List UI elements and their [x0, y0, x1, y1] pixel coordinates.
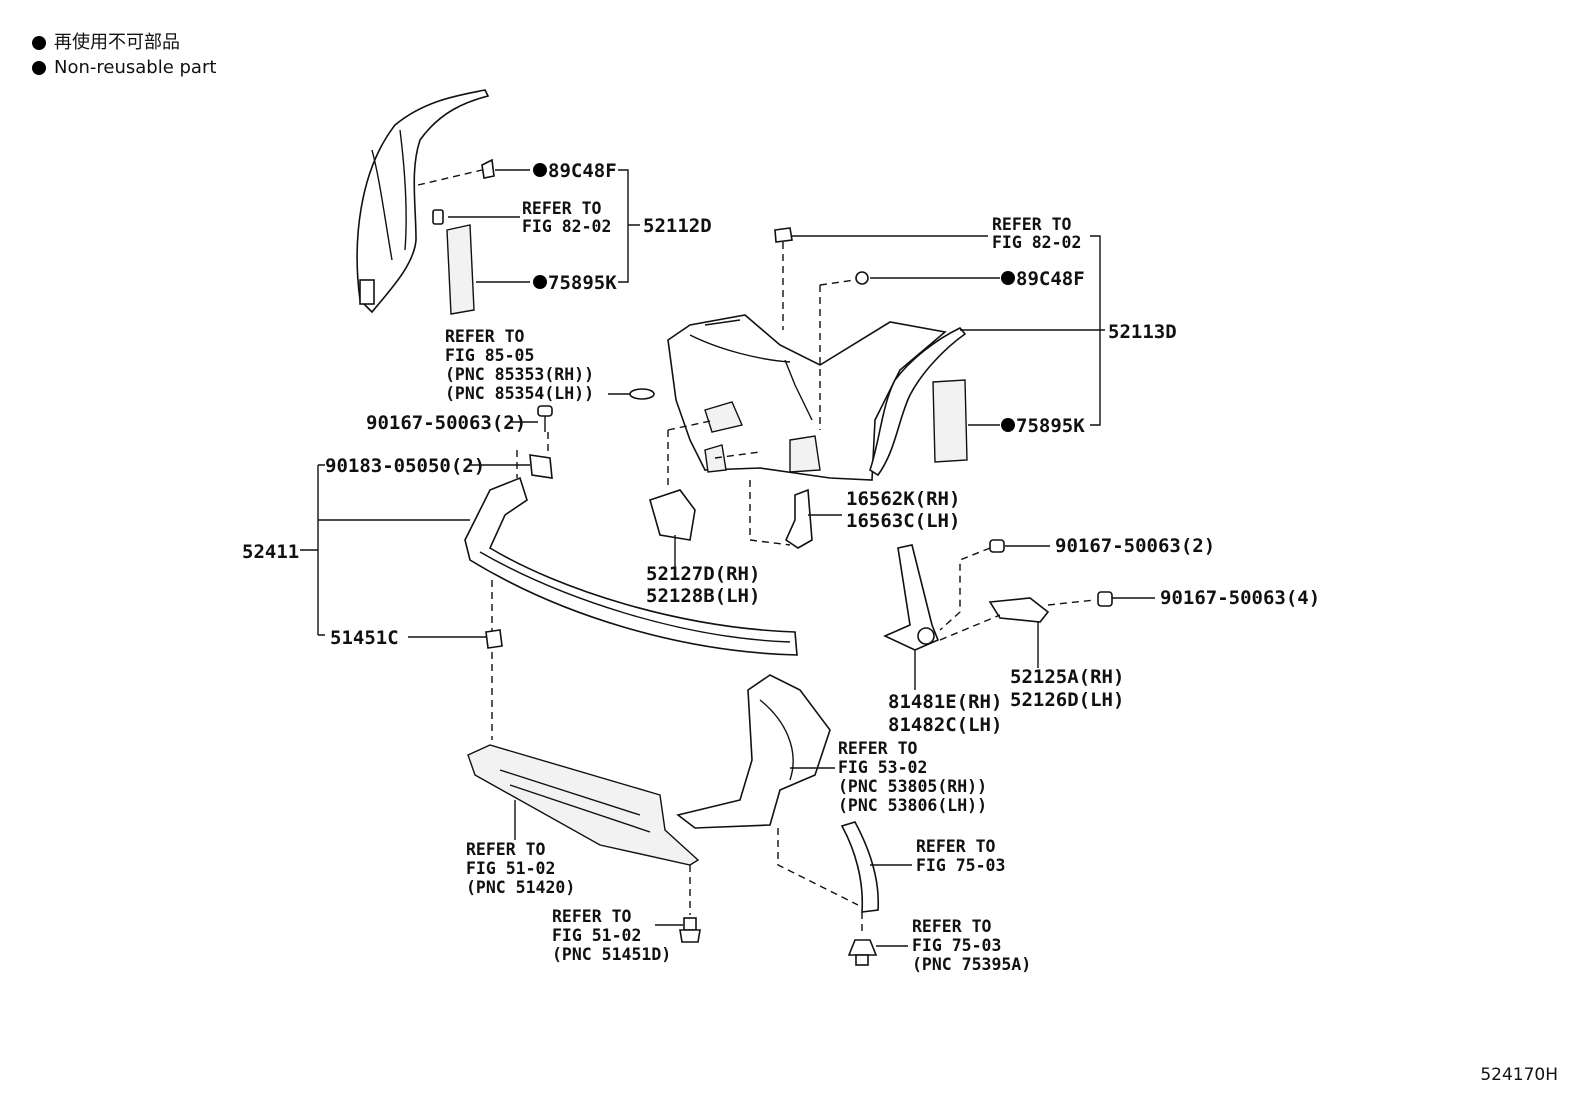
- engine-under-cover-drawing: [467, 744, 700, 866]
- fender-molding-drawing: [840, 821, 880, 913]
- ref-53-02-line1: REFER TO: [838, 739, 918, 758]
- ref-85-05-line2: FIG 85-05: [445, 346, 534, 365]
- fender-liner-drawing: [676, 674, 831, 829]
- tow-hook-cover-drawing: [649, 489, 696, 541]
- label-51451c: 51451C: [330, 627, 399, 649]
- ref-85-05-line4: (PNC 85354(LH)): [445, 384, 594, 403]
- bracket-16562k-drawing: [784, 488, 813, 549]
- clip-ref-82-02-a-drawing: [432, 209, 444, 225]
- ref-51-02-a-line1: REFER TO: [466, 840, 546, 859]
- clip-51451c-drawing: [485, 629, 503, 649]
- figure-code: 524170H: [1480, 1065, 1558, 1085]
- label-90167-a: 90167-50063(2): [366, 412, 526, 434]
- ref-75-03-b-line2: FIG 75-03: [912, 936, 1001, 955]
- non-reusable-bullet-icon: [32, 35, 46, 50]
- ref-75-03-b-line1: REFER TO: [912, 917, 992, 936]
- retainer-52112d-drawing: [356, 89, 490, 314]
- ref-53-02-line3: (PNC 53805(RH)): [838, 777, 987, 796]
- ref-51-02-b-line1: REFER TO: [552, 907, 632, 926]
- bolt-90167-b-drawing: [989, 539, 1005, 553]
- clip-89c48f-a-drawing: [481, 158, 495, 179]
- label-90167-b: 90167-50063(2): [1055, 535, 1215, 557]
- clip-ref-82-02-b-drawing: [774, 227, 793, 243]
- bracket-52125a-drawing: [988, 597, 1050, 623]
- bolt-90167-c-drawing: [1097, 591, 1113, 607]
- ref-85-05-line1: REFER TO: [445, 327, 525, 346]
- ref-82-02-a-line2: FIG 82-02: [522, 217, 611, 236]
- label-89c48f-b: 89C48F: [1016, 268, 1085, 290]
- legend-row-en: Non-reusable part: [32, 55, 216, 80]
- label-90167-c: 90167-50063(4): [1160, 587, 1320, 609]
- label-52125a: 52125A(RH): [1010, 666, 1124, 688]
- ref-75-03-b-line3: (PNC 75395A): [912, 955, 1031, 974]
- nut-90183-drawing: [529, 454, 553, 479]
- label-75895k-a: 75895K: [548, 272, 617, 294]
- ref-85-05-line3: (PNC 85353(RH)): [445, 365, 594, 384]
- pad-75895k-b-drawing: [932, 379, 968, 463]
- ref-51-02-b-line2: FIG 51-02: [552, 926, 641, 945]
- label-16562k: 16562K(RH): [846, 488, 960, 510]
- legend-text-en: Non-reusable part: [54, 57, 217, 78]
- clip-89c48f-b-drawing: [855, 271, 869, 285]
- ref-53-02-line2: FIG 53-02: [838, 758, 927, 777]
- ref-51-02-a-line3: (PNC 51420): [466, 878, 575, 897]
- label-52113d: 52113D: [1108, 321, 1177, 343]
- screw-51451d-drawing: [679, 917, 701, 943]
- label-16563c: 16563C(LH): [846, 510, 960, 532]
- label-81481e: 81481E(RH): [888, 691, 1002, 713]
- ref-75-03-a-line1: REFER TO: [916, 837, 996, 856]
- label-52126d: 52126D(LH): [1010, 689, 1124, 711]
- ref-82-02-b-line2: FIG 82-02: [992, 233, 1081, 252]
- legend-row-ja: 再使用不可部品: [32, 30, 216, 55]
- ref-51-02-a-line2: FIG 51-02: [466, 859, 555, 878]
- sensor-holder-drawing: [629, 388, 655, 400]
- label-90183: 90183-05050(2): [325, 455, 485, 477]
- retainer-52113d-drawing: [869, 327, 967, 477]
- ref-82-02-b-line1: REFER TO: [992, 215, 1072, 234]
- ref-75-03-a-line2: FIG 75-03: [916, 856, 1005, 875]
- label-89c48f-a: 89C48F: [548, 160, 617, 182]
- lower-reinforcement-52411-drawing: [464, 476, 798, 656]
- pad-75895k-a-drawing: [446, 224, 475, 315]
- bolt-90167-a-drawing: [537, 405, 553, 432]
- label-52127d: 52127D(RH): [646, 563, 760, 585]
- legend-text-ja: 再使用不可部品: [54, 32, 180, 53]
- label-75895k-b: 75895K: [1016, 415, 1085, 437]
- label-52112d: 52112D: [643, 215, 712, 237]
- label-52411: 52411: [242, 541, 299, 563]
- label-81482c: 81482C(LH): [888, 714, 1002, 736]
- fog-cover-81481e-drawing: [883, 544, 940, 651]
- ref-51-02-b-line3: (PNC 51451D): [552, 945, 671, 964]
- clip-75395a-drawing: [847, 939, 878, 966]
- non-reusable-bullet-icon: [32, 60, 46, 75]
- ref-82-02-a-line1: REFER TO: [522, 199, 602, 218]
- legend: 再使用不可部品 Non-reusable part: [32, 30, 216, 80]
- label-52128b: 52128B(LH): [646, 585, 760, 607]
- ref-53-02-line4: (PNC 53806(LH)): [838, 796, 987, 815]
